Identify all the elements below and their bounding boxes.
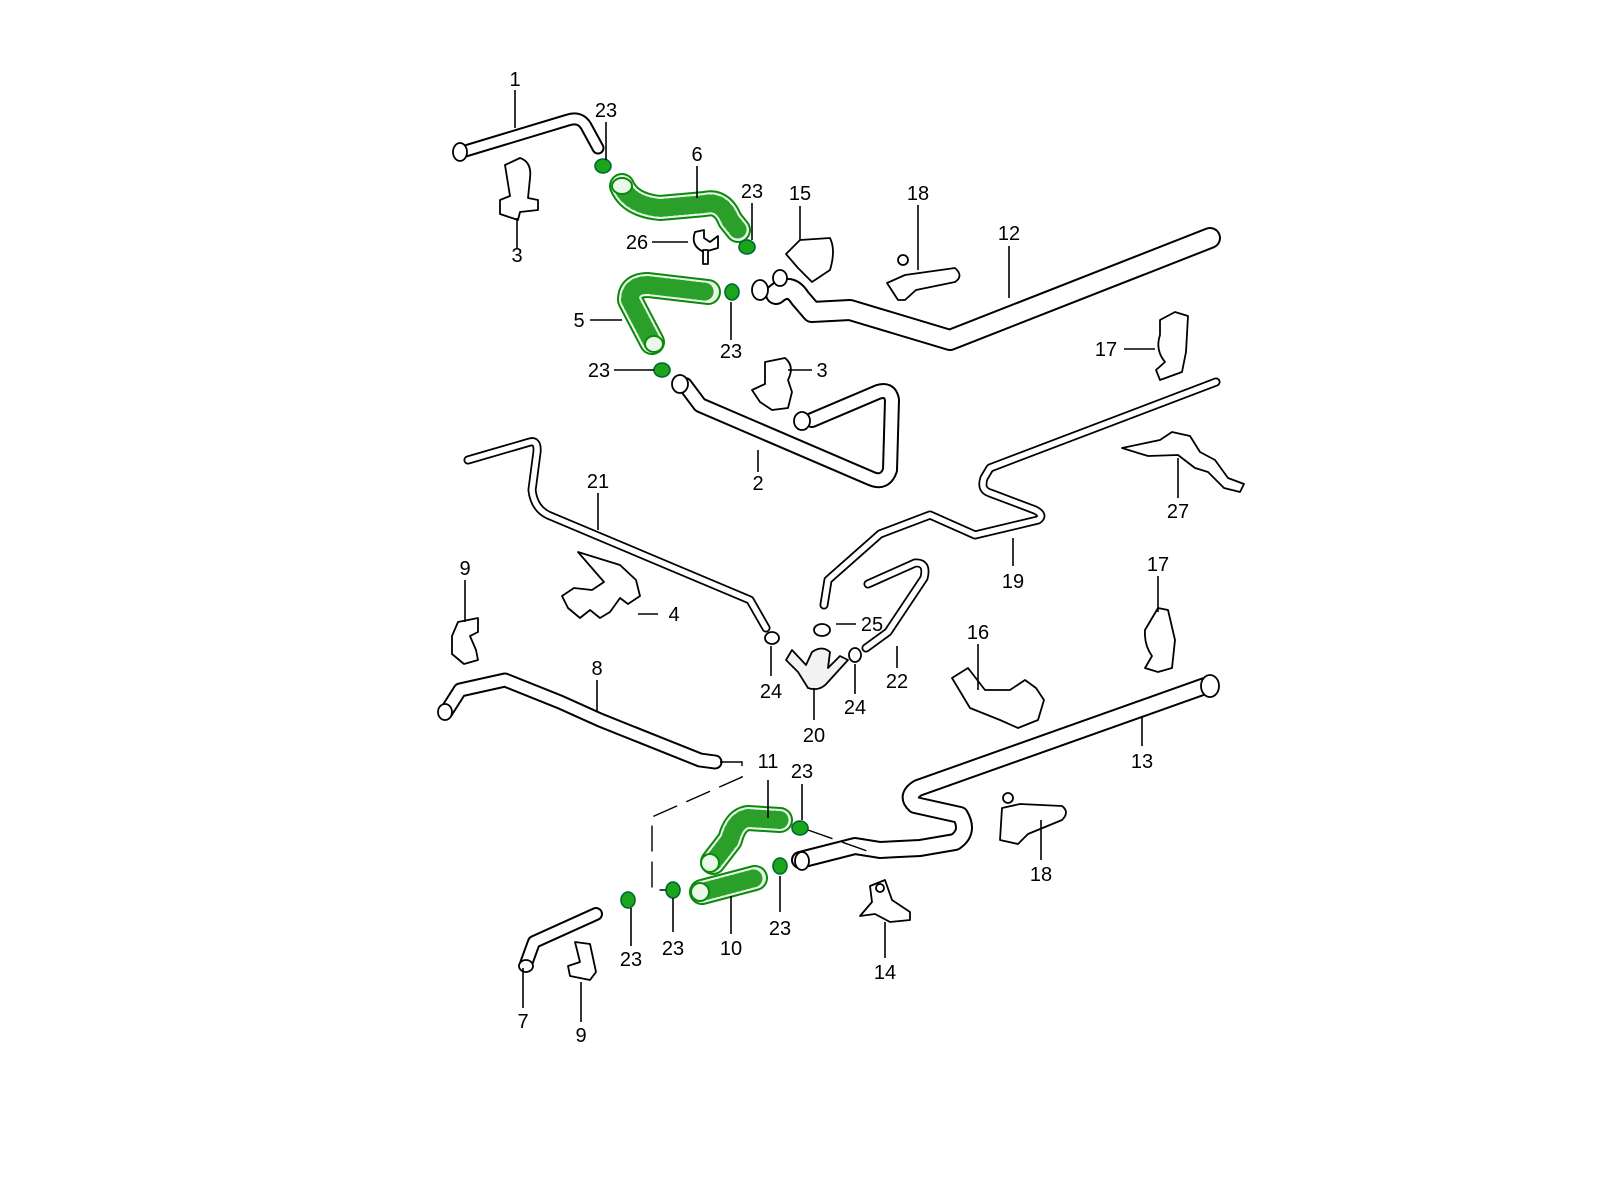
clamp-24-b	[848, 647, 862, 663]
callout-24[interactable]: 24	[844, 697, 866, 719]
callout-23[interactable]: 23	[620, 949, 642, 971]
hose-11[interactable]	[700, 805, 793, 875]
clamp-23-a	[594, 158, 612, 174]
callout-23[interactable]: 23	[741, 181, 763, 203]
callout-23[interactable]: 23	[791, 761, 813, 783]
callout-17[interactable]: 17	[1147, 554, 1169, 576]
hose-10[interactable]	[689, 865, 768, 905]
pipe-2[interactable]	[671, 374, 900, 489]
callout-13[interactable]: 13	[1131, 751, 1153, 773]
pipe-12[interactable]	[751, 227, 1221, 351]
callout-8[interactable]: 8	[591, 658, 602, 680]
callout-25[interactable]: 25	[861, 614, 883, 636]
callout-19[interactable]: 19	[1002, 571, 1024, 593]
clamp-23-f	[772, 857, 788, 875]
hose-6[interactable]	[609, 173, 751, 243]
callout-10[interactable]: 10	[720, 938, 742, 960]
callout-15[interactable]: 15	[789, 183, 811, 205]
holder-16[interactable]	[951, 667, 1045, 729]
callout-23[interactable]: 23	[769, 918, 791, 940]
bracket-27[interactable]	[1121, 431, 1245, 493]
callout-9[interactable]: 9	[459, 558, 470, 580]
clip-17-bottom[interactable]	[1143, 607, 1176, 673]
clip-3-top[interactable]	[499, 157, 539, 221]
callout-12[interactable]: 12	[998, 223, 1020, 245]
hose-5[interactable]	[617, 272, 721, 355]
pipe-8[interactable]	[437, 672, 723, 770]
bracket-18-top[interactable]	[886, 254, 961, 301]
callout-23[interactable]: 23	[662, 938, 684, 960]
callout-1[interactable]: 1	[509, 69, 520, 91]
clamp-23-b	[738, 239, 756, 255]
callout-20[interactable]: 20	[803, 725, 825, 747]
connector-20[interactable]	[785, 647, 849, 691]
callout-23[interactable]: 23	[720, 341, 742, 363]
callout-2[interactable]: 2	[752, 473, 763, 495]
callout-22[interactable]: 22	[886, 671, 908, 693]
clip-3-mid[interactable]	[751, 357, 793, 411]
clamp-24-a	[764, 631, 780, 645]
pipe-21[interactable]	[463, 437, 771, 633]
clamp-25	[813, 623, 831, 637]
callout-18[interactable]: 18	[907, 183, 929, 205]
callout-24[interactable]: 24	[760, 681, 782, 703]
pipe-13[interactable]	[791, 674, 1220, 871]
pipe-19[interactable]	[819, 377, 1221, 610]
callout-6[interactable]: 6	[691, 144, 702, 166]
callout-4[interactable]: 4	[668, 604, 679, 626]
callout-labels: 1 2 3 3 4 5 6 7 8 9 9 10 11 12 13 14 15 …	[459, 69, 1189, 1047]
callout-5[interactable]: 5	[573, 310, 584, 332]
callout-3[interactable]: 3	[816, 360, 827, 382]
callout-3[interactable]: 3	[511, 245, 522, 267]
callout-23[interactable]: 23	[588, 360, 610, 382]
callout-18[interactable]: 18	[1030, 864, 1052, 886]
clamp-23-d	[653, 362, 671, 378]
bracket-18-bottom[interactable]	[999, 792, 1067, 845]
callout-21[interactable]: 21	[587, 471, 609, 493]
callout-27[interactable]: 27	[1167, 501, 1189, 523]
clip-15[interactable]	[785, 237, 834, 283]
callout-16[interactable]: 16	[967, 622, 989, 644]
callout-17[interactable]: 17	[1095, 339, 1117, 361]
clip-9-bottom[interactable]	[567, 941, 597, 981]
bracket-14[interactable]	[859, 879, 911, 923]
reference-dash-line	[807, 829, 871, 853]
clip-26[interactable]	[692, 229, 719, 265]
holder-4[interactable]	[561, 551, 641, 619]
clip-9-left[interactable]	[451, 617, 479, 665]
callout-9[interactable]: 9	[575, 1025, 586, 1047]
pipe-7[interactable]	[518, 907, 603, 973]
pipe-1[interactable]	[452, 112, 605, 162]
clamp-23-c	[724, 283, 740, 301]
reference-dash-line	[651, 761, 743, 891]
clamp-23-h	[620, 891, 636, 909]
callout-23[interactable]: 23	[595, 100, 617, 122]
callout-7[interactable]: 7	[517, 1011, 528, 1033]
clip-17-top[interactable]	[1155, 311, 1189, 381]
clamp-23-g	[665, 881, 681, 899]
callout-26[interactable]: 26	[626, 232, 648, 254]
pipe-22[interactable]	[861, 558, 930, 653]
callout-11[interactable]: 11	[758, 751, 779, 773]
callout-14[interactable]: 14	[874, 962, 896, 984]
leader-lines	[464, 90, 1179, 1022]
clamp-23-e	[791, 820, 809, 836]
